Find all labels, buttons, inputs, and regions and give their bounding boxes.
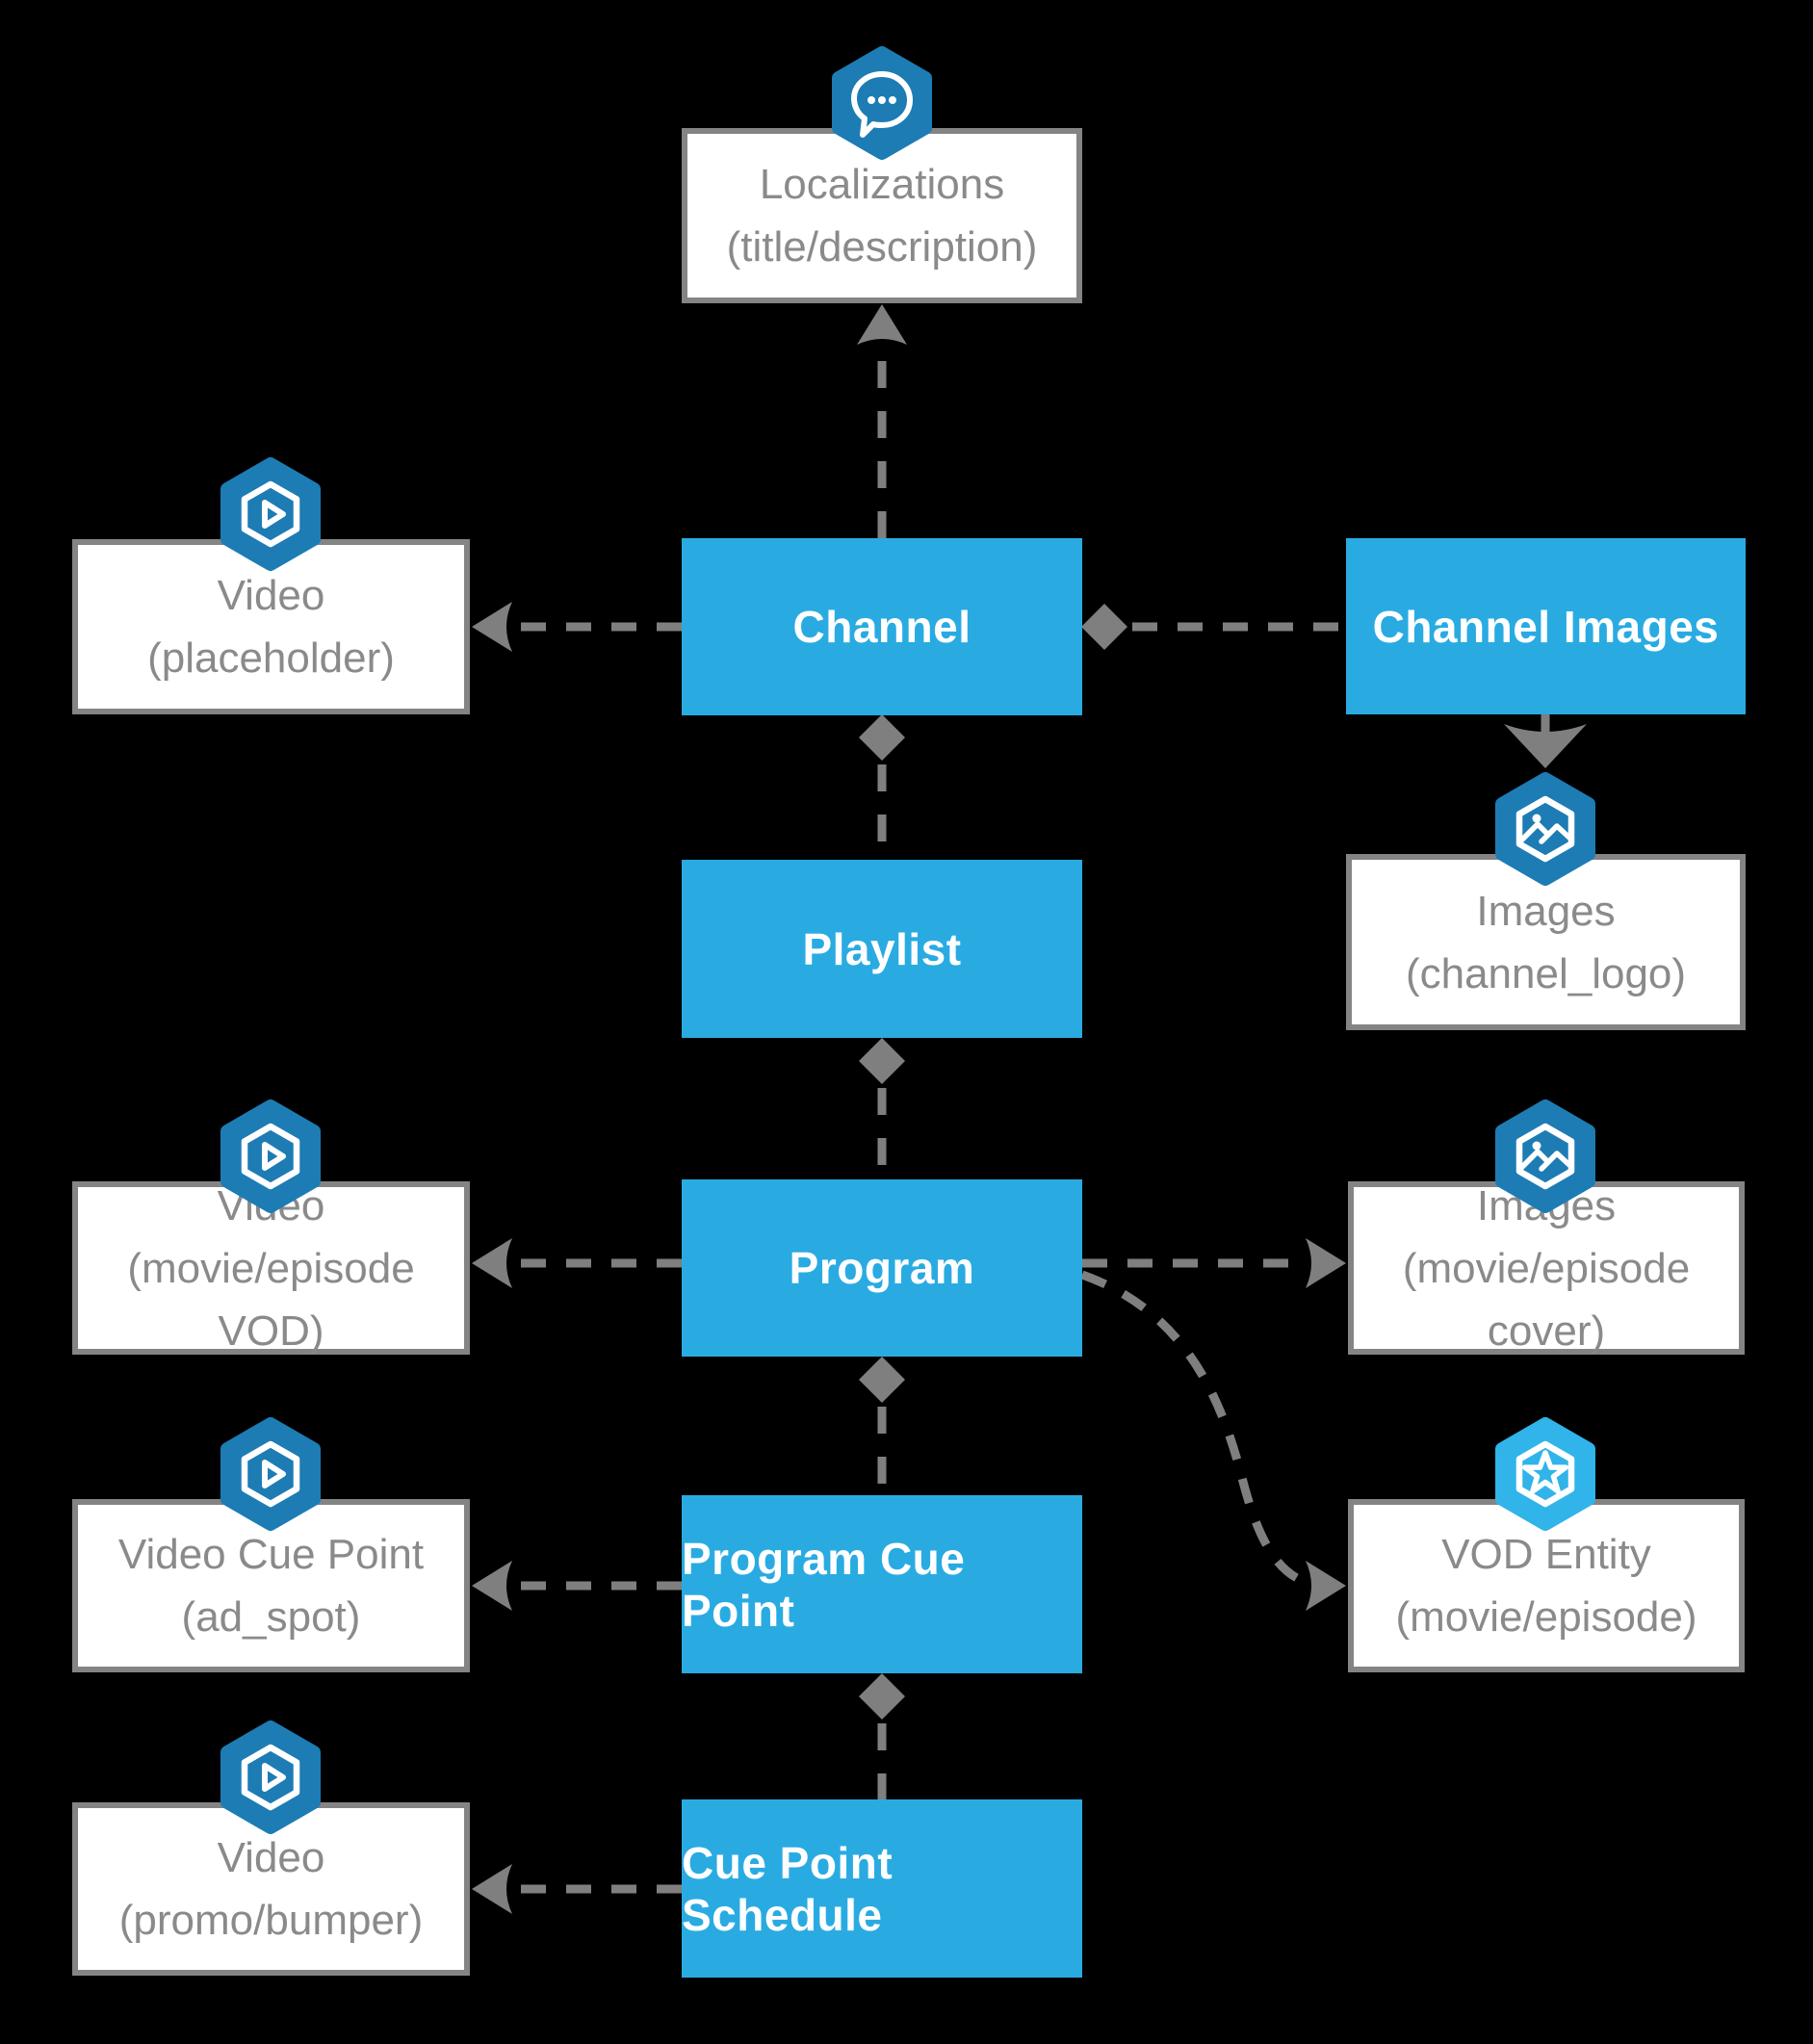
node-channel-images: Channel Images	[1346, 538, 1746, 714]
label-line1: Video Cue Point	[117, 1531, 425, 1578]
node-label: Program	[789, 1243, 975, 1293]
node-label: Channel Images	[1372, 601, 1720, 652]
edge-program-video-vod	[472, 1238, 682, 1288]
edge-channel-images-logo	[1504, 714, 1587, 768]
edge-channel-localizations	[857, 304, 907, 538]
edge-pcp-cue-point-schedule	[859, 1673, 905, 1799]
label-line2: (ad_spot)	[181, 1593, 361, 1641]
node-label: Channel	[792, 602, 971, 652]
label-line1: Images	[1476, 887, 1616, 935]
node-video-vod: Video (movie/episode VOD)	[72, 1181, 470, 1355]
node-cue-point-schedule: Cue Point Schedule	[682, 1799, 1082, 1978]
edge-channel-channel-images	[1081, 604, 1346, 650]
edge-cps-video-promo	[472, 1864, 682, 1914]
node-channel: Channel	[682, 538, 1082, 715]
label-line1: Video	[217, 1834, 325, 1881]
video-icon	[212, 1719, 329, 1836]
node-label: Cue Point Schedule	[682, 1837, 894, 1940]
edge-pcp-video-cue-point	[472, 1561, 682, 1611]
label-line2: (movie/episode VOD)	[127, 1244, 415, 1355]
label-line2: (movie/episode cover)	[1402, 1244, 1691, 1355]
node-playlist: Playlist	[682, 860, 1082, 1038]
node-label: Program Cue Point	[682, 1533, 966, 1636]
label-line1: Video	[217, 572, 325, 619]
edge-channel-playlist	[859, 714, 905, 860]
label-line2: (movie/episode)	[1395, 1593, 1697, 1641]
video-icon	[212, 1415, 329, 1533]
edge-program-images-cover	[1082, 1238, 1346, 1288]
chat-icon	[823, 44, 941, 162]
edge-playlist-program	[859, 1038, 905, 1179]
label-line1: VOD Entity	[1441, 1531, 1651, 1578]
edge-program-program-cue-point	[859, 1357, 905, 1495]
node-label: Video (placeholder)	[147, 564, 395, 689]
node-label: Localizations (title/description)	[727, 153, 1038, 278]
label-line2: (placeholder)	[147, 634, 395, 682]
edge-channel-video-placeholder	[472, 602, 682, 652]
node-label: Video (promo/bumper)	[119, 1826, 423, 1952]
node-program-cue-point: Program Cue Point	[682, 1495, 1082, 1673]
images-icon	[1487, 770, 1604, 888]
node-label: Playlist	[802, 923, 962, 974]
star-icon	[1487, 1415, 1604, 1533]
edge-program-vod-entity	[1080, 1270, 1346, 1611]
node-label: Images (channel_logo)	[1406, 880, 1686, 1005]
label-line2: (title/description)	[726, 223, 1038, 271]
label-line1: Localizations	[759, 161, 1005, 208]
video-icon	[212, 1098, 329, 1215]
node-label: VOD Entity (movie/episode)	[1395, 1523, 1696, 1648]
node-label: Video Cue Point (ad_spot)	[118, 1523, 424, 1648]
node-program: Program	[682, 1179, 1082, 1357]
label-line2: (channel_logo)	[1405, 949, 1687, 997]
label-line2: (promo/bumper)	[118, 1897, 424, 1944]
video-icon	[212, 455, 329, 573]
images-icon	[1487, 1098, 1604, 1215]
